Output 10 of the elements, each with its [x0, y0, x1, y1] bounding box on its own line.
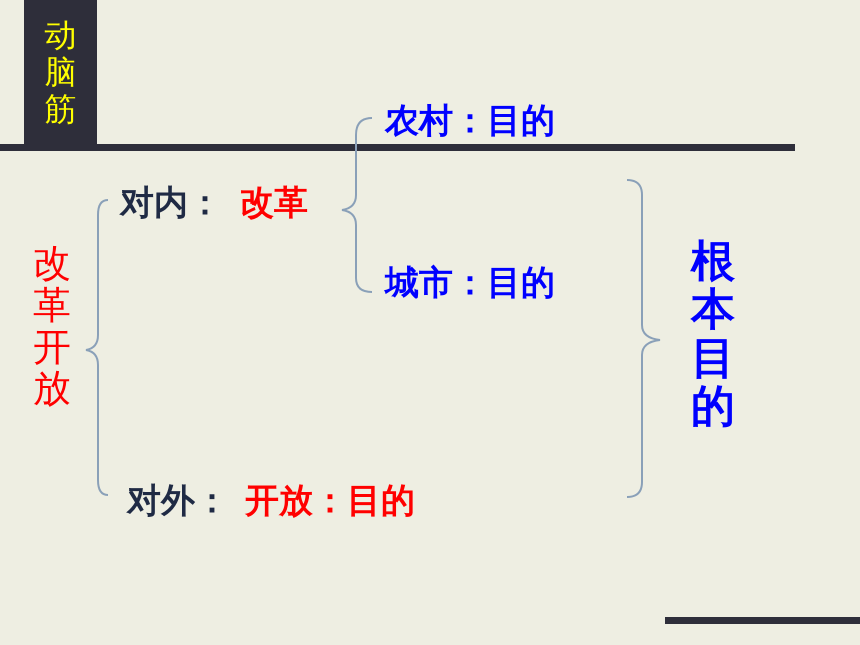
- label-text: 对内：: [120, 185, 222, 222]
- label-text: 根本目的: [690, 238, 736, 432]
- label-text: 开放：目的: [245, 483, 415, 520]
- title-text: 动脑筋: [44, 17, 78, 128]
- title-box: [24, 0, 97, 145]
- label-text: 改革开放: [32, 243, 72, 410]
- label-text: 农村：目的: [385, 103, 555, 140]
- label-text: 城市：目的: [385, 265, 555, 302]
- label-text: 改革: [240, 185, 308, 222]
- label-text: 对外：: [127, 483, 229, 520]
